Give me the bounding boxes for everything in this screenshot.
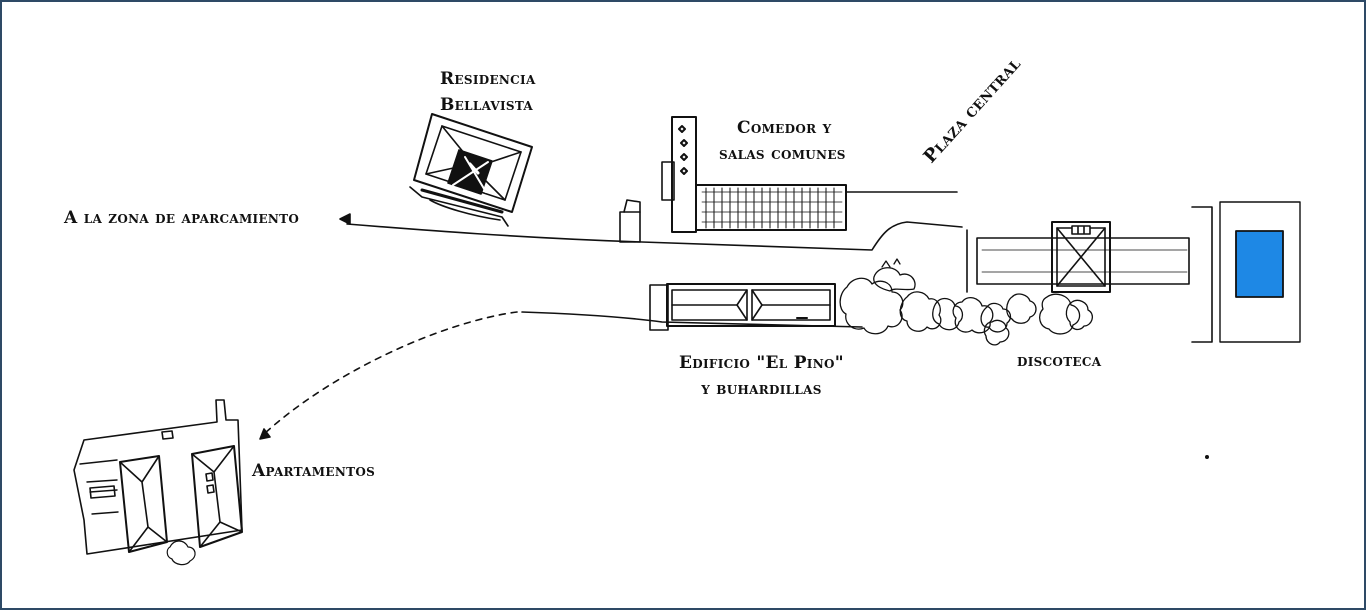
trees [839, 258, 1094, 346]
label-el-pino: Edificio "El Pino" y buhardillas [679, 350, 844, 402]
path-to-apartamentos [259, 311, 518, 440]
parking-arrow [339, 213, 351, 225]
pino-line2: y buhardillas [701, 379, 822, 399]
residencia-bellavista-building [409, 113, 533, 227]
label-apartamentos: Apartamentos [252, 461, 376, 481]
map-dot [1205, 454, 1210, 459]
residencia-line1: Residencia [440, 69, 536, 89]
residencia-line2: Bellavista [440, 95, 534, 115]
pool-area [1219, 201, 1301, 343]
pino-line1: Edificio "El Pino" [679, 353, 844, 373]
comedor-building [619, 116, 847, 243]
apartamentos-building [73, 399, 243, 566]
comedor-line1: Comedor y [737, 118, 832, 138]
label-comedor: Comedor y salas comunes [719, 115, 846, 167]
main-road [346, 191, 1213, 343]
comedor-line2: salas comunes [719, 144, 846, 164]
swimming-pool [1235, 230, 1284, 298]
label-residencia-bellavista: Residencia Bellavista [440, 66, 536, 118]
discoteca-building [976, 221, 1190, 293]
el-pino-building [649, 283, 836, 331]
label-discoteca: discoteca [1017, 351, 1102, 371]
label-parking: A la zona de aparcamiento [64, 208, 300, 228]
